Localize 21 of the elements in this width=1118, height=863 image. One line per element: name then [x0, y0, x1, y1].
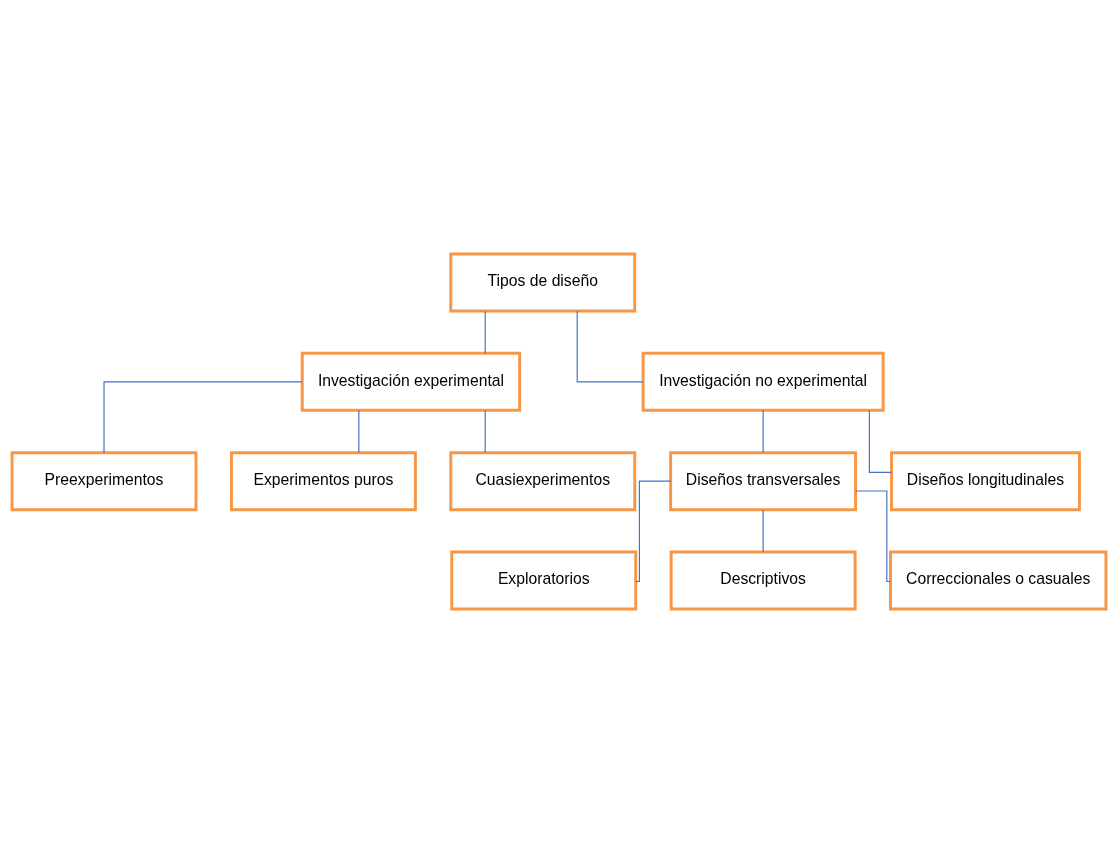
connector	[358, 409, 360, 454]
connector	[103, 381, 303, 454]
node-box: Diseños longitudinales	[890, 451, 1081, 512]
node-box: Exploratorios	[450, 550, 638, 611]
node-box: Descriptivos	[669, 550, 857, 611]
connector	[635, 480, 672, 583]
node-box: Investigación experimental	[300, 351, 522, 412]
node-box: Investigación no experimental	[641, 351, 885, 412]
node-box: Correccionales o casuales	[889, 550, 1108, 611]
connector	[855, 490, 891, 583]
connector	[576, 310, 644, 383]
connector	[868, 409, 893, 473]
node-box: Diseños transversales	[669, 451, 858, 512]
node-box: Cuasiexperimentos	[449, 451, 637, 512]
connector	[484, 409, 486, 454]
node-box: Tipos de diseño	[449, 252, 637, 313]
node-box: Experimentos puros	[229, 451, 417, 512]
node-box: Preexperimentos	[10, 451, 198, 512]
connector	[484, 310, 486, 354]
connector	[762, 509, 764, 553]
connector	[762, 409, 764, 454]
